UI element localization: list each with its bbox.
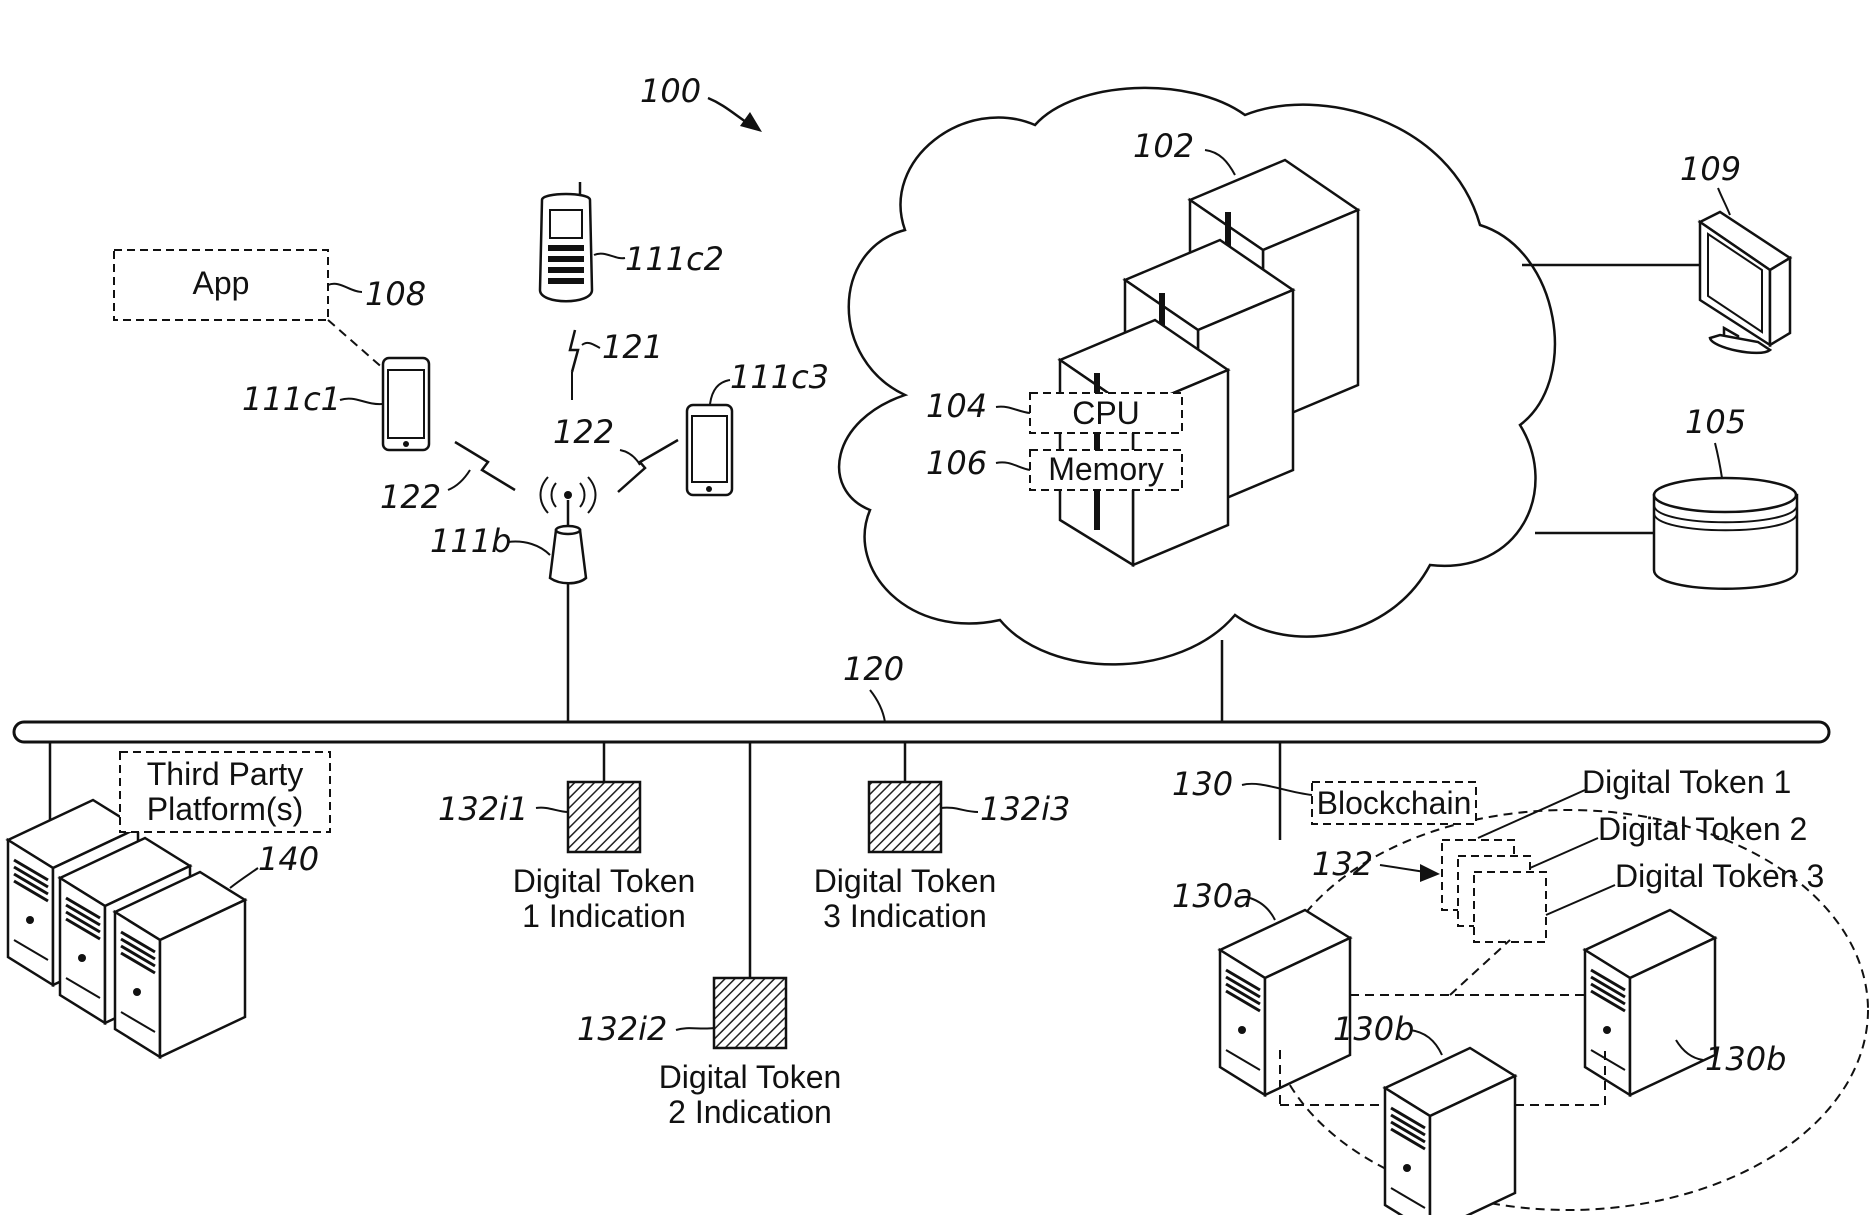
node-130b-center bbox=[1385, 1048, 1515, 1215]
leader-132i2 bbox=[676, 1028, 714, 1030]
wireless-link-122-right bbox=[618, 440, 678, 492]
smartphone-left-icon bbox=[383, 358, 429, 450]
ref-111c2: 111c2 bbox=[625, 240, 724, 278]
node-130a bbox=[1220, 910, 1350, 1095]
leader-105 bbox=[1715, 443, 1722, 478]
leader-111c3 bbox=[710, 380, 730, 404]
ref-122-left: 122 bbox=[380, 478, 441, 516]
token-3-label: Digital Token 3 bbox=[1615, 858, 1824, 894]
blockchain-label: Blockchain bbox=[1317, 785, 1472, 821]
token-1-label: Digital Token 1 bbox=[1582, 764, 1791, 800]
leader-132i3 bbox=[941, 808, 978, 812]
ref-111c1: 111c1 bbox=[242, 380, 341, 418]
leader-token-1 bbox=[1478, 790, 1585, 838]
ref-130a: 130a bbox=[1172, 877, 1253, 915]
leader-130 bbox=[1242, 784, 1312, 795]
ref-100: 100 bbox=[640, 72, 701, 110]
ref-121: 121 bbox=[602, 328, 663, 366]
leader-token-2 bbox=[1530, 838, 1598, 868]
ref-102: 102 bbox=[1133, 127, 1194, 165]
leader-111b bbox=[508, 542, 550, 555]
leader-122-left bbox=[448, 470, 470, 490]
ind1-line2: 1 Indication bbox=[522, 898, 686, 934]
third-party-servers bbox=[8, 800, 245, 1057]
leader-111c1 bbox=[340, 399, 382, 404]
leader-120 bbox=[870, 690, 885, 722]
arrow-100-head bbox=[740, 112, 762, 132]
ref-132i1: 132i1 bbox=[438, 790, 528, 828]
arrow-132-head bbox=[1420, 864, 1440, 882]
ref-120: 120 bbox=[843, 650, 904, 688]
ref-140: 140 bbox=[258, 840, 319, 878]
ref-132: 132 bbox=[1312, 845, 1373, 883]
leader-132 bbox=[1380, 865, 1425, 872]
ref-109: 109 bbox=[1680, 150, 1741, 188]
third-party-line2: Platform(s) bbox=[147, 791, 303, 827]
leader-121 bbox=[582, 343, 600, 348]
leader-130a bbox=[1250, 898, 1275, 920]
third-party-line1: Third Party bbox=[147, 756, 303, 792]
leader-token-3 bbox=[1546, 885, 1615, 915]
ind1-line1: Digital Token bbox=[513, 863, 696, 899]
wireless-link-121 bbox=[570, 330, 578, 372]
ind3-line1: Digital Token bbox=[814, 863, 997, 899]
leader-130b-center bbox=[1410, 1030, 1442, 1055]
ref-106: 106 bbox=[926, 444, 987, 482]
ref-132i3: 132i3 bbox=[980, 790, 1070, 828]
ref-111c3: 111c3 bbox=[730, 358, 829, 396]
ind2-line1: Digital Token bbox=[659, 1059, 842, 1095]
cell-tower-icon bbox=[541, 477, 596, 583]
ref-132i2: 132i2 bbox=[577, 1010, 667, 1048]
ind2-line2: 2 Indication bbox=[668, 1094, 832, 1130]
ref-108: 108 bbox=[365, 275, 426, 313]
ref-130b-right: 130b bbox=[1705, 1040, 1786, 1078]
token-indication-2-square bbox=[714, 978, 786, 1048]
token-indication-3-square bbox=[869, 782, 941, 852]
network-bus bbox=[14, 722, 1829, 742]
wireless-link-122-left bbox=[455, 442, 515, 490]
ref-122-right: 122 bbox=[553, 413, 614, 451]
token-2-label: Digital Token 2 bbox=[1598, 811, 1807, 847]
app-label: App bbox=[193, 265, 250, 301]
leader-111c2 bbox=[594, 254, 625, 259]
ref-105: 105 bbox=[1685, 403, 1746, 441]
leader-140 bbox=[230, 868, 258, 888]
digital-token-stack bbox=[1442, 840, 1546, 942]
ref-111b: 111b bbox=[430, 522, 511, 560]
feature-phone-icon bbox=[540, 182, 592, 301]
ref-104: 104 bbox=[926, 387, 987, 425]
ref-130: 130 bbox=[1172, 765, 1233, 803]
smartphone-right-icon bbox=[687, 405, 732, 495]
ref-130b-center: 130b bbox=[1333, 1010, 1414, 1048]
cpu-label: CPU bbox=[1072, 395, 1140, 431]
leader-122-right bbox=[620, 450, 640, 465]
leader-108 bbox=[328, 284, 362, 292]
app-to-phone bbox=[328, 320, 385, 370]
memory-label: Memory bbox=[1048, 451, 1164, 487]
token-indication-1-square bbox=[568, 782, 640, 852]
database-icon bbox=[1654, 478, 1797, 589]
monitor-icon bbox=[1700, 212, 1790, 353]
ind3-line2: 3 Indication bbox=[823, 898, 987, 934]
leader-132i1 bbox=[536, 808, 568, 812]
